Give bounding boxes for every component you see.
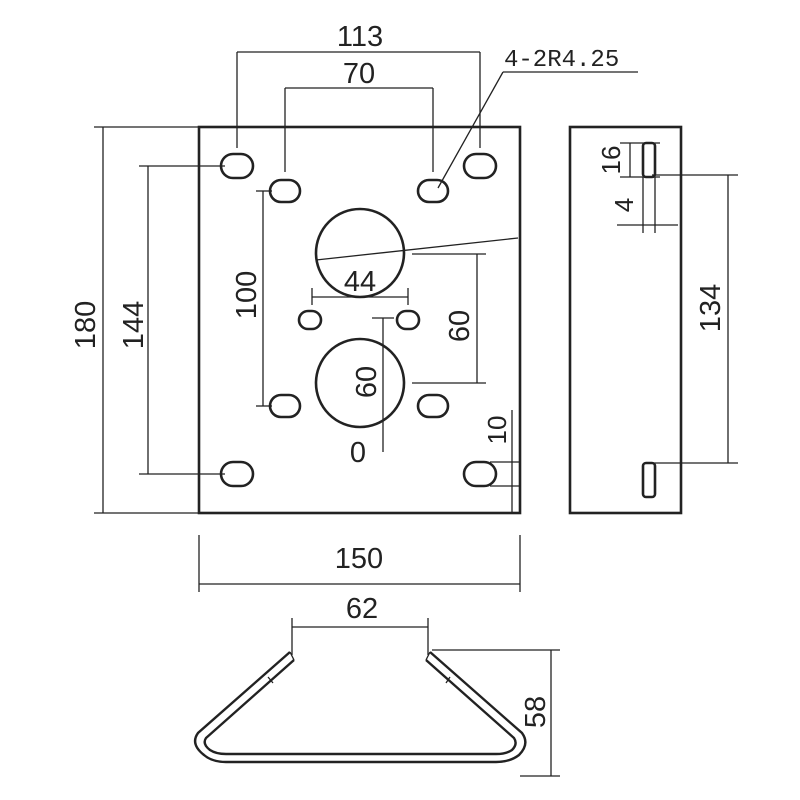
dimension-44-text: 44: [344, 266, 376, 298]
side-slot-top: [641, 141, 657, 179]
dimension-0-text: 0: [350, 437, 366, 469]
dimension-180: 180: [70, 126, 199, 514]
dimension-144-text: 144: [118, 301, 150, 349]
corner-slot-top-right: [462, 152, 498, 180]
dimension-4-text: 4: [609, 198, 639, 212]
dimension-144: 144: [118, 165, 225, 475]
bent-profile-inner: [203, 659, 517, 756]
dimension-150-text: 150: [335, 543, 383, 575]
bent-profile-outer: [193, 651, 527, 764]
dimension-62: 62: [291, 593, 429, 655]
inner-slot-top-left: [268, 178, 302, 204]
dimension-10-text: 10: [482, 416, 512, 445]
slot-callout-text: 4-2R4.25: [504, 47, 619, 74]
side-slot-bottom: [641, 461, 657, 499]
dimension-4: 4: [609, 177, 678, 233]
small-hole-right: [395, 309, 421, 331]
dimension-16: 16: [596, 142, 660, 178]
corner-slot-top-left: [219, 152, 255, 180]
corner-slot-bottom-left: [219, 460, 255, 488]
side-plate: [568, 125, 683, 515]
bent-profile-view: 62 58: [193, 593, 560, 777]
side-view: 16 4 134: [568, 125, 738, 515]
inner-slot-top-right: [416, 178, 450, 204]
dimension-10: 10: [482, 410, 520, 513]
dimension-60-right: 60: [412, 253, 486, 384]
dimension-113-text: 113: [337, 21, 383, 53]
dimension-134: 134: [652, 174, 738, 464]
dimension-58: 58: [432, 649, 560, 777]
dimension-60-right-text: 60: [444, 310, 476, 342]
big-hole-lower: [314, 337, 406, 429]
dimension-70-text: 70: [343, 58, 375, 90]
small-hole-left: [297, 309, 323, 331]
dimension-60-hole-text: 60: [351, 366, 383, 398]
dimension-62-text: 62: [346, 593, 378, 625]
slot-callout: 4-2R4.25: [437, 47, 638, 189]
dimension-16-text: 16: [596, 146, 626, 175]
front-view: 113 70 4-2R4.25 180 144: [70, 21, 638, 592]
dimension-44: 44: [311, 266, 409, 305]
inner-slot-bottom-right: [416, 393, 450, 419]
dimension-60-hole: 60 0: [350, 317, 394, 469]
dimension-113: 113: [236, 21, 481, 148]
dimension-134-text: 134: [695, 284, 727, 332]
dimension-58-text: 58: [520, 696, 552, 728]
dimension-70: 70: [284, 58, 434, 172]
corner-slot-bottom-right: [462, 460, 498, 488]
inner-slot-bottom-left: [268, 393, 302, 419]
dimension-180-text: 180: [70, 301, 102, 349]
dimension-100-text: 100: [231, 271, 263, 319]
dimension-150: 150: [198, 535, 521, 592]
front-plate: [197, 125, 522, 515]
dimension-100: 100: [231, 190, 272, 407]
big-hole-leader: [315, 237, 519, 261]
